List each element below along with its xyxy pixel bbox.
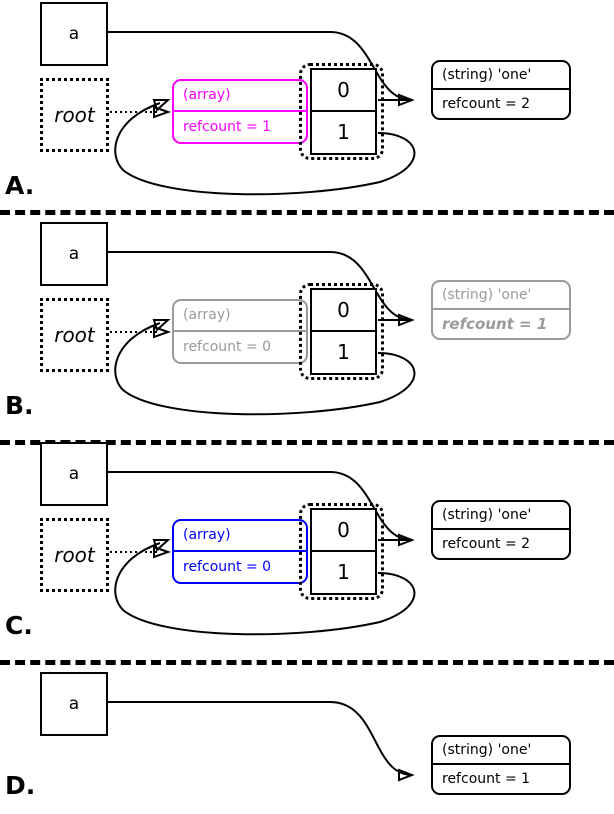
variable-label: a xyxy=(68,694,80,714)
array-refcount-label: refcount = 1 xyxy=(183,118,272,135)
divider-b-c xyxy=(0,440,614,445)
string-zval-box: (string) 'one' refcount = 1 xyxy=(431,735,571,795)
panel-b: a root (array) refcount = 0 0 1 (string)… xyxy=(0,220,614,430)
arrowhead-selfloop xyxy=(152,539,171,552)
string-zval-box: (string) 'one' refcount = 2 xyxy=(431,60,571,120)
arrowhead-selfloop xyxy=(152,319,171,332)
array-cell-1: 1 xyxy=(337,120,350,145)
array-cell-0: 0 xyxy=(312,510,375,552)
divider-c-d xyxy=(0,660,614,665)
string-refcount-label: refcount = 1 xyxy=(442,771,531,787)
panel-a-edges xyxy=(105,31,416,196)
panel-c: a root (array) refcount = 0 0 1 (string)… xyxy=(0,440,614,650)
array-refcount-label: refcount = 0 xyxy=(183,558,272,575)
panel-d: a (string) 'one' refcount = 1 D. xyxy=(0,660,614,814)
variable-label: a xyxy=(68,464,80,484)
variable-box-a: a xyxy=(40,2,108,66)
panel-c-edges xyxy=(105,471,416,636)
array-type-label: (array) xyxy=(174,521,306,552)
panel-a: a root (array) refcount = 1 0 1 (string)… xyxy=(0,0,614,210)
string-zval-box: (string) 'one' refcount = 1 xyxy=(431,280,571,340)
array-cells-container xyxy=(299,63,384,160)
string-type-label: (string) 'one' xyxy=(433,502,569,530)
edge-a-to-string xyxy=(105,701,413,776)
array-cell-1: 1 xyxy=(337,560,350,585)
array-type-label: (array) xyxy=(174,81,306,112)
root-box: root xyxy=(40,78,109,152)
string-type-label: (string) 'one' xyxy=(433,62,569,90)
panel-label-d: D. xyxy=(5,771,36,800)
root-box: root xyxy=(40,518,109,592)
arrowhead-root xyxy=(153,325,171,339)
variable-box-a: a xyxy=(40,442,108,506)
string-type-label: (string) 'one' xyxy=(433,737,569,765)
variable-box-a: a xyxy=(40,222,108,286)
array-cells-container xyxy=(299,283,384,380)
arrowhead-selfloop xyxy=(152,99,171,112)
divider-a-b xyxy=(0,210,614,215)
panel-label-a: A. xyxy=(5,171,35,200)
array-zval-box: (array) refcount = 0 xyxy=(172,519,308,584)
arrowhead-to-string xyxy=(398,93,415,107)
array-type-label: (array) xyxy=(174,301,306,332)
edge-cell1-selfloop xyxy=(114,322,416,416)
array-cell-0: 0 xyxy=(312,290,375,332)
string-refcount-label: refcount = 2 xyxy=(442,96,531,112)
root-label: root xyxy=(54,103,95,127)
arrowhead-root xyxy=(153,105,171,119)
root-label: root xyxy=(54,543,95,567)
array-cells: 0 1 xyxy=(310,508,377,595)
panel-b-edges xyxy=(105,251,416,416)
string-refcount-label: refcount = 2 xyxy=(442,536,531,552)
array-cell-1: 1 xyxy=(337,340,350,365)
arrowhead-to-string xyxy=(398,533,415,547)
array-zval-box: (array) refcount = 0 xyxy=(172,299,308,364)
string-refcount-label: refcount = 1 xyxy=(442,315,548,333)
root-label: root xyxy=(54,323,95,347)
arrowhead-to-string xyxy=(398,768,415,782)
array-cells: 0 1 xyxy=(310,68,377,155)
root-box: root xyxy=(40,298,109,372)
panel-label-b: B. xyxy=(5,391,34,420)
panel-label-c: C. xyxy=(5,611,33,640)
edge-cell1-selfloop xyxy=(114,102,416,196)
string-type-label: (string) 'one' xyxy=(433,282,569,310)
array-cell-0: 0 xyxy=(312,70,375,112)
array-zval-box: (array) refcount = 1 xyxy=(172,79,308,144)
array-cells-container xyxy=(299,503,384,600)
arrowhead-to-string xyxy=(398,313,415,327)
variable-box-a: a xyxy=(40,672,108,736)
array-cells: 0 1 xyxy=(310,288,377,375)
array-refcount-label: refcount = 0 xyxy=(183,338,272,355)
variable-label: a xyxy=(68,244,80,264)
string-zval-box: (string) 'one' refcount = 2 xyxy=(431,500,571,560)
panel-d-edges xyxy=(105,701,415,782)
arrowhead-root xyxy=(153,545,171,559)
variable-label: a xyxy=(68,24,80,44)
edge-cell1-selfloop xyxy=(114,542,416,636)
